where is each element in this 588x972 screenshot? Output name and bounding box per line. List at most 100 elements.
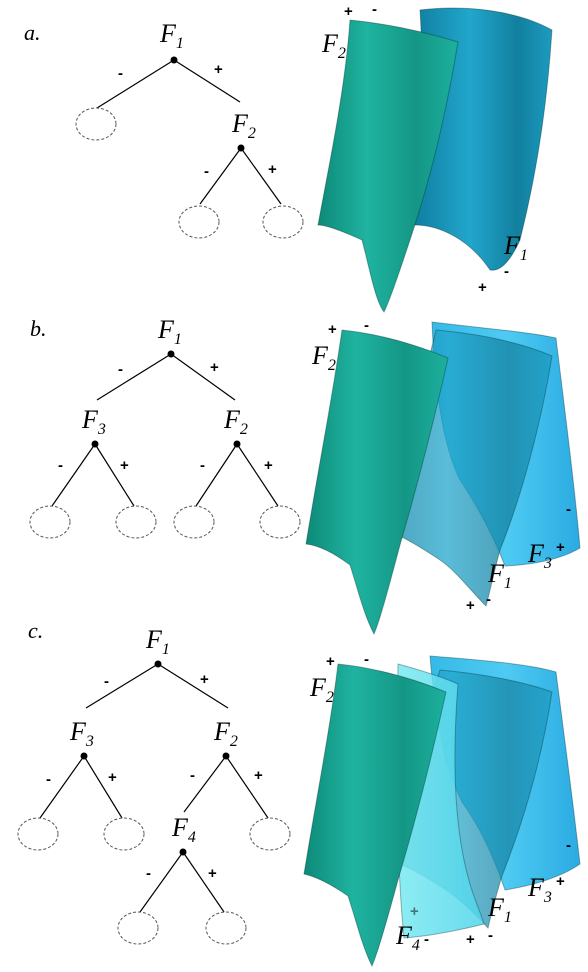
- tree-node: [233, 440, 241, 448]
- surface-label-f2: F2: [321, 29, 346, 62]
- tree-node: [80, 752, 88, 760]
- tree-edge: [85, 663, 159, 709]
- surfaces-b: F2 + - F1 - + F3 + -: [305, 317, 581, 636]
- edge-sign-plus: +: [200, 671, 209, 688]
- tree-leaf: [205, 911, 247, 945]
- tree-edge: [225, 755, 269, 819]
- surface-sign-minus: -: [364, 651, 369, 668]
- tree-node: [237, 144, 245, 152]
- surface-f2: [305, 329, 449, 636]
- panel-label-c: c.: [28, 618, 43, 643]
- tree-node: [167, 350, 175, 358]
- edge-sign-minus: -: [58, 457, 63, 474]
- surface-sign-minus: -: [504, 263, 509, 280]
- surface-label-f3: F3: [527, 539, 552, 572]
- edge-sign-plus: +: [268, 161, 277, 178]
- edge-sign-minus: -: [46, 771, 51, 788]
- panel-c: c. F1 F3 F2 F4 - + - +: [17, 618, 581, 968]
- tree-edge: [83, 755, 123, 819]
- node-label-f3: F3: [81, 405, 106, 438]
- surface-sign-plus: +: [328, 321, 337, 338]
- tree-edge: [139, 851, 184, 913]
- tree-leaf: [103, 817, 145, 851]
- panel-label-b: b.: [30, 316, 47, 341]
- tree-a: F1 F2 - + - +: [75, 19, 304, 239]
- node-label-f4: F4: [171, 813, 196, 846]
- tree-leaf: [262, 205, 304, 239]
- surface-sign-minus: -: [566, 837, 571, 854]
- node-label-f2: F2: [213, 717, 238, 750]
- tree-leaf: [173, 505, 215, 539]
- tree-edge: [173, 59, 241, 103]
- tree-edge: [240, 147, 282, 205]
- tree-edge: [182, 851, 225, 913]
- tree-edge: [195, 443, 238, 507]
- surface-sign-plus: +: [410, 903, 419, 920]
- tree-leaf: [75, 107, 117, 141]
- surfaces-a: F2 + - F1 - +: [317, 1, 553, 313]
- surface-label-f1: F1: [487, 893, 512, 926]
- surface-sign-minus: -: [364, 317, 369, 334]
- edge-sign-plus: +: [120, 457, 129, 474]
- tree-leaf: [17, 817, 59, 851]
- tree-leaf: [249, 817, 291, 851]
- tree-edge: [199, 147, 242, 205]
- tree-node: [170, 56, 178, 64]
- tree-leaf: [178, 205, 220, 239]
- edge-sign-plus: +: [254, 767, 263, 784]
- surface-label-f2: F2: [309, 673, 334, 706]
- node-label-f2: F2: [223, 405, 248, 438]
- surface-sign-plus: +: [466, 597, 475, 614]
- tree-c: F1 F3 F2 F4 - + - + - + - +: [17, 625, 291, 945]
- node-label-f2: F2: [231, 109, 256, 142]
- edge-sign-minus: -: [104, 673, 109, 690]
- tree-edge: [94, 443, 135, 507]
- surface-sign-plus: +: [326, 653, 335, 670]
- panel-a: a. F1 F2 - + - + F2 + - F1 - +: [24, 1, 553, 313]
- surface-label-f4: F4: [395, 921, 420, 954]
- edge-sign-minus: -: [204, 163, 209, 180]
- edge-sign-minus: -: [200, 457, 205, 474]
- tree-node: [179, 848, 187, 856]
- surface-label-f1: F1: [503, 231, 528, 264]
- surfaces-c: F2 + - F1 - + F3 + - F4 + -: [303, 651, 581, 968]
- surface-label-f3: F3: [527, 873, 552, 906]
- surface-sign-plus: +: [344, 3, 353, 20]
- surface-label-f2: F2: [311, 341, 336, 374]
- surface-sign-minus: -: [488, 927, 493, 944]
- surface-sign-minus: -: [566, 501, 571, 518]
- tree-leaf: [117, 911, 159, 945]
- surface-f2: [303, 663, 447, 968]
- edge-sign-plus: +: [214, 61, 223, 78]
- surface-sign-plus: +: [556, 873, 565, 890]
- tree-edge: [183, 755, 227, 813]
- tree-node: [222, 752, 230, 760]
- surface-f2: [317, 19, 459, 313]
- node-label-f1: F1: [145, 625, 170, 658]
- edge-sign-plus: +: [208, 865, 217, 882]
- surface-sign-minus: -: [372, 1, 377, 18]
- surface-sign-plus: +: [466, 931, 475, 948]
- edge-sign-plus: +: [264, 457, 273, 474]
- edge-sign-minus: -: [146, 865, 151, 882]
- tree-edge: [51, 443, 96, 507]
- edge-sign-plus: +: [210, 359, 219, 376]
- node-label-f1: F1: [157, 315, 182, 348]
- edge-sign-plus: +: [108, 769, 117, 786]
- edge-sign-minus: -: [190, 767, 195, 784]
- tree-b: F1 F3 F2 - + - + - +: [29, 315, 301, 539]
- tree-leaf: [29, 505, 71, 539]
- tree-edge: [170, 353, 236, 401]
- tree-leaf: [115, 505, 157, 539]
- tree-node: [154, 660, 162, 668]
- tree-edge: [39, 755, 85, 819]
- tree-edge: [96, 59, 175, 109]
- surface-sign-minus: -: [424, 931, 429, 948]
- tree-leaf: [259, 505, 301, 539]
- panel-label-a: a.: [24, 20, 41, 45]
- surface-label-f1: F1: [487, 559, 512, 592]
- node-label-f1: F1: [159, 19, 184, 52]
- node-label-f3: F3: [69, 717, 94, 750]
- surface-sign-plus: +: [478, 279, 487, 296]
